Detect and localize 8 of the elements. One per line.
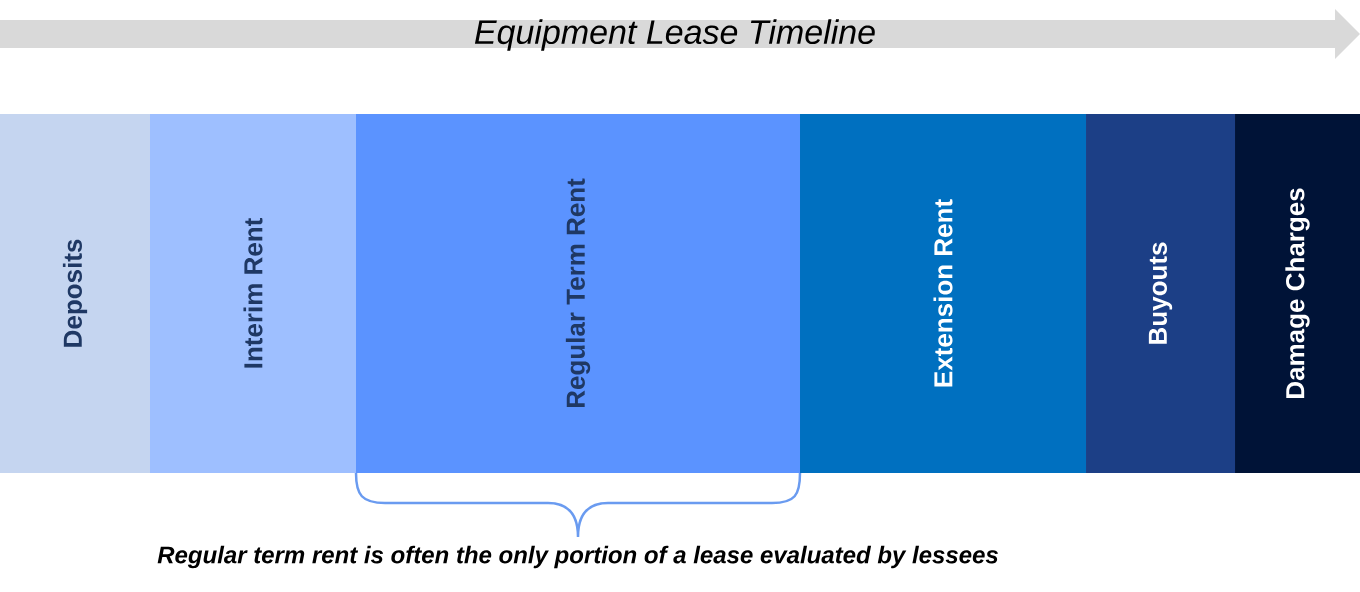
timeline-band: Regular Term Rent: [356, 114, 800, 473]
note: Regular term rent is often the only portion of a lease evaluated by lessees: [157, 545, 998, 569]
timeline-band: Damage Charges: [1235, 114, 1360, 473]
timeline-band: Extension Rent: [800, 114, 1086, 473]
title: Equipment Lease Timeline: [474, 19, 875, 51]
timeline-band: Deposits: [0, 114, 150, 473]
timeline-band: Buyouts: [1086, 114, 1235, 473]
timeline-band: Interim Rent: [150, 114, 356, 473]
